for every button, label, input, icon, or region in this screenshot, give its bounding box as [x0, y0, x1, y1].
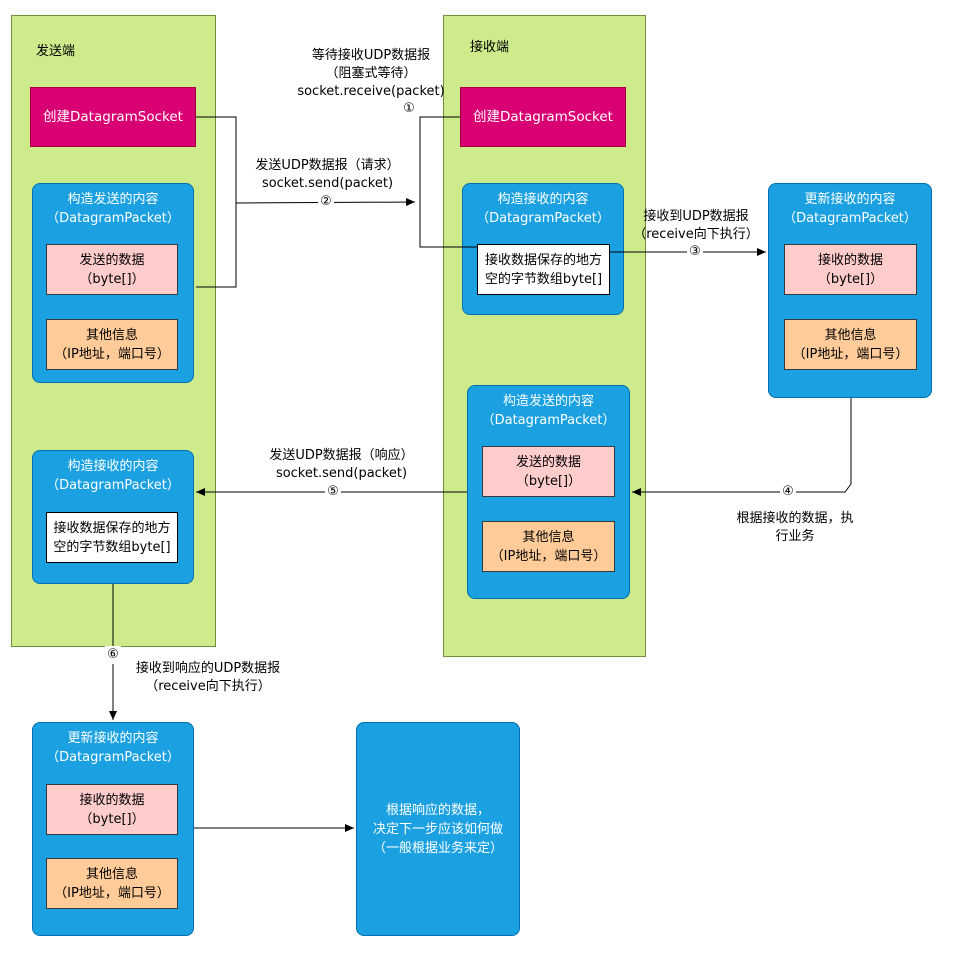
receiver-bracket-line: [419, 116, 477, 248]
received-request-label: 接收到UDP数据报 （receive向下执行）: [633, 209, 759, 242]
step6-marker: ⑥: [105, 646, 121, 664]
receiver-send-data-box: 发送的数据 （byte[]）: [482, 446, 615, 497]
receiver-panel-title: 接收端: [470, 40, 510, 55]
sender-recv-buffer-box: 接收数据保存的地方 空的字节数组byte[]: [46, 512, 178, 563]
sender-create-socket-box: 创建DatagramSocket: [30, 87, 196, 147]
receiver-recv-buffer-box: 接收数据保存的地方 空的字节数组byte[]: [477, 244, 610, 295]
step5-marker: ⑤: [325, 483, 341, 501]
received-response-label: 接收到响应的UDP数据报 （receive向下执行）: [135, 661, 281, 694]
final-decision-box: 根据响应的数据， 决定下一步应该如何做 （一般根据业务来定）: [356, 722, 520, 936]
step1-marker: ①: [401, 100, 417, 118]
receiver-create-socket-box: 创建DatagramSocket: [460, 87, 626, 147]
step4-marker: ④: [780, 483, 796, 501]
step3-marker: ③: [687, 243, 703, 261]
process-business-arrow: [632, 398, 852, 496]
sender-send-info-box: 其他信息 （IP地址，端口号）: [46, 319, 178, 370]
sender-bracket-line: [196, 116, 237, 288]
sender-update-data-box: 接收的数据 （byte[]）: [46, 784, 178, 835]
step2-marker: ②: [318, 193, 334, 211]
receiver-update-data-box: 接收的数据 （byte[]）: [784, 244, 917, 295]
send-response-label: 发送UDP数据报（响应） socket.send(packet): [269, 448, 414, 481]
process-business-label: 根据接收的数据，执 行业务: [736, 511, 854, 544]
sender-panel-title: 发送端: [36, 44, 76, 59]
sender-update-info-box: 其他信息 （IP地址，端口号）: [46, 858, 178, 909]
receiver-update-info-box: 其他信息 （IP地址，端口号）: [784, 319, 917, 370]
receiver-send-info-box: 其他信息 （IP地址，端口号）: [482, 521, 615, 572]
sender-send-data-box: 发送的数据 （byte[]）: [46, 244, 178, 295]
wait-receive-label: 等待接收UDP数据报 （阻塞式等待） socket.receive(packet…: [297, 48, 445, 99]
send-request-label: 发送UDP数据报（请求） socket.send(packet): [255, 158, 400, 191]
